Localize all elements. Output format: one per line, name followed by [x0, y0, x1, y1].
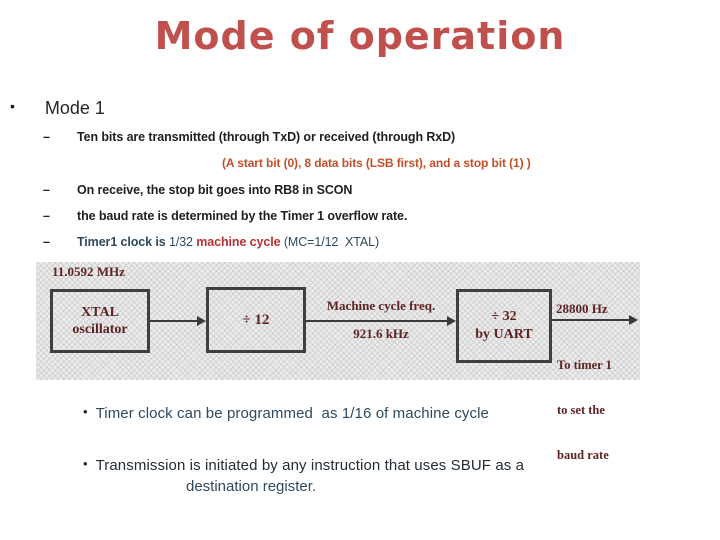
arrow-xtal-to-div12	[150, 316, 206, 326]
frequency-divider-diagram: 11.0592 MHz XTAL oscillator ÷ 12 Machine…	[36, 262, 640, 462]
mode1-row: • Mode 1	[10, 98, 105, 119]
on-receive-text: On receive, the stop bit goes into RB8 i…	[77, 183, 353, 197]
bullet-timer-clock: • Timer clock can be programmed as 1/16 o…	[83, 404, 489, 423]
div12-label: ÷ 12	[242, 311, 270, 328]
to-timer1-note-line1: To timer 1	[557, 358, 612, 372]
dash-icon: –	[43, 209, 50, 223]
mode1-label: Mode 1	[44, 98, 105, 118]
timer1-ratio-text: 1/32	[168, 235, 197, 249]
dash-icon: –	[43, 183, 50, 197]
uart-output-frequency: 28800 Hz	[556, 301, 608, 316]
div32-box-line2: by UART	[475, 327, 533, 342]
timer1-clock-text: Timer1 clock is	[77, 235, 169, 249]
to-timer1-note-line3: baud rate	[557, 448, 609, 462]
xtal-frequency-label: 11.0592 MHz	[52, 264, 125, 279]
timer-clock-programmed-text: Timer clock can be programmed as 1/16 of…	[95, 405, 490, 422]
xtal-box-line1: XTAL	[81, 305, 119, 320]
baud-rate-text: the baud rate is determined by the Timer…	[77, 209, 408, 223]
ten-bits-text: Ten bits are transmitted (through TxD) o…	[77, 130, 456, 144]
machine-cycle-text: machine cycle	[196, 235, 284, 249]
arrow-uart-output	[552, 315, 638, 325]
transmission-text-line1: Transmission is initiated by any instruc…	[95, 457, 525, 474]
dash-icon: –	[43, 235, 50, 249]
to-timer1-note-line2: to set the	[557, 403, 605, 417]
sub-bullet-on-receive: – On receive, the stop bit goes into RB8 …	[43, 183, 352, 197]
slide-title: Mode of operation	[154, 14, 566, 58]
bullet-dot-icon: •	[83, 404, 88, 419]
machine-cycle-freq-label: Machine cycle freq.	[326, 298, 436, 313]
bullet-dot-icon: •	[83, 456, 88, 471]
mc-xtal-text: (MC=1/12 XTAL)	[283, 235, 380, 249]
arrow-div12-to-div32	[306, 316, 456, 326]
bullet-dot-icon: •	[10, 98, 15, 114]
div32-box-line1: ÷ 32	[491, 309, 517, 324]
divide-by-32-uart-box: ÷ 32 by UART	[456, 289, 552, 363]
bullet-transmission: • Transmission is initiated by any instru…	[83, 452, 525, 495]
sub-bullet-timer1-clock: – Timer1 clock is 1/32 machine cycle (MC=…	[43, 235, 379, 249]
divide-by-12-box: ÷ 12	[206, 287, 306, 353]
to-timer1-note: To timer 1 to set the baud rate	[557, 328, 612, 493]
machine-cycle-freq-value: 921.6 kHz	[353, 326, 409, 341]
xtal-box-line2: oscillator	[72, 322, 128, 337]
dash-icon: –	[43, 130, 50, 144]
sub-bullet-ten-bits: – Ten bits are transmitted (through TxD) …	[43, 130, 455, 144]
start-bit-note: (A start bit (0), 8 data bits (LSB first…	[222, 156, 531, 170]
xtal-oscillator-box: XTAL oscillator	[50, 289, 150, 353]
sub-bullet-baud-rate: – the baud rate is determined by the Time…	[43, 209, 407, 223]
transmission-text-line2: destination register.	[186, 478, 317, 495]
